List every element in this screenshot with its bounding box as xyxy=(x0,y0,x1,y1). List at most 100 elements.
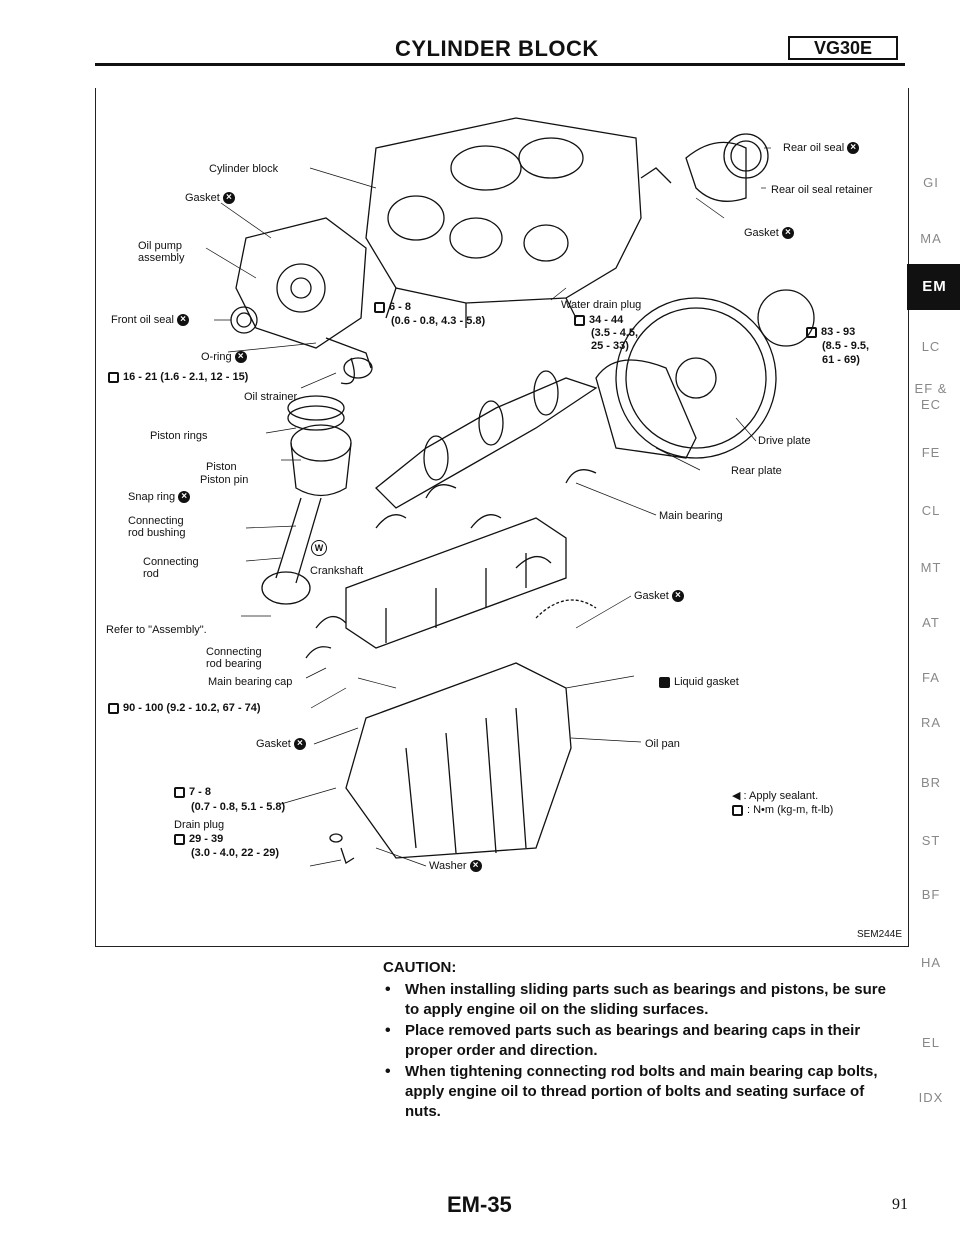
header-rule xyxy=(95,63,905,66)
caution-item: When installing sliding parts such as be… xyxy=(383,980,903,1020)
tab-lc[interactable]: LC xyxy=(921,339,941,354)
label-gasket-pan: Gasket × xyxy=(256,738,306,751)
label-oil-strainer: Oil strainer xyxy=(244,391,298,403)
tab-idx[interactable]: IDX xyxy=(918,1090,944,1105)
label-torque-83-text: 83 - 93 xyxy=(821,326,856,338)
replace-icon: × xyxy=(222,192,235,205)
tab-ra[interactable]: RA xyxy=(920,715,942,730)
tab-bf[interactable]: BF xyxy=(921,887,941,902)
tab-ef[interactable]: EF & xyxy=(914,381,948,396)
label-gasket-pan-text: Gasket xyxy=(256,738,291,750)
label-gasket-top-text: Gasket xyxy=(185,192,220,204)
tab-mt[interactable]: MT xyxy=(920,560,942,575)
exploded-diagram: Cylinder block Gasket × Oil pump assembl… xyxy=(95,88,909,947)
tab-at[interactable]: AT xyxy=(922,615,940,630)
label-rear-oil-seal: Rear oil seal × xyxy=(783,142,860,155)
label-gasket-mid-text: Gasket xyxy=(634,590,669,602)
replace-icon: × xyxy=(781,227,794,240)
label-torque-16-text: 16 - 21 (1.6 - 2.1, 12 - 15) xyxy=(123,371,249,383)
engine-drawing xyxy=(205,117,815,867)
sealant-arrow-icon: ◀ xyxy=(732,790,741,802)
torque-icon xyxy=(174,786,185,798)
tab-st[interactable]: ST xyxy=(921,833,941,848)
crankshaft-shape xyxy=(375,370,598,509)
replace-icon: × xyxy=(671,590,684,603)
torque-icon xyxy=(108,371,119,383)
label-rear-oil-seal-retainer: Rear oil seal retainer xyxy=(771,184,873,196)
replace-icon: × xyxy=(847,142,860,155)
label-refer-assembly: Refer to "Assembly". xyxy=(106,624,207,636)
label-torque-34-text: 34 - 44 xyxy=(589,314,624,326)
caution-block: CAUTION: When installing sliding parts s… xyxy=(383,958,903,1123)
label-torque-16: 16 - 21 (1.6 - 2.1, 12 - 15) xyxy=(108,371,248,383)
tab-em[interactable]: EM xyxy=(907,264,960,310)
oil-pan-shape xyxy=(345,662,572,859)
replace-icon: × xyxy=(178,491,191,504)
label-drain-plug: Drain plug xyxy=(174,819,225,831)
legend-torque: : N•m (kg-m, ft-lb) xyxy=(732,804,833,816)
label-main-bearing: Main bearing xyxy=(659,510,723,522)
label-torque-29-text: 29 - 39 xyxy=(189,833,224,845)
caution-item: Place removed parts such as bearings and… xyxy=(383,1021,903,1061)
tab-el[interactable]: EL xyxy=(922,1035,940,1050)
label-piston-pin: Piston pin xyxy=(200,474,249,486)
label-washer-text: Washer xyxy=(429,860,467,872)
tab-ha[interactable]: HA xyxy=(920,955,942,970)
label-gasket-mid: Gasket × xyxy=(634,590,684,603)
label-gasket-top: Gasket × xyxy=(185,192,235,205)
label-liquid-gasket: Liquid gasket xyxy=(659,676,739,688)
label-torque-34c: 25 - 33) xyxy=(591,340,629,352)
label-drive-plate: Drive plate xyxy=(758,435,811,447)
label-torque-90: 90 - 100 (9.2 - 10.2, 67 - 74) xyxy=(108,702,261,714)
label-snap-ring: Snap ring × xyxy=(128,491,191,504)
label-water-drain-plug: Water drain plug xyxy=(561,299,642,311)
torque-icon xyxy=(374,301,385,313)
tab-ec[interactable]: EC xyxy=(920,397,942,412)
label-torque-29b: (3.0 - 4.0, 22 - 29) xyxy=(191,847,280,859)
tab-fa[interactable]: FA xyxy=(922,670,940,685)
label-torque-6-text: 6 - 8 xyxy=(389,301,412,313)
label-torque-29: 29 - 39 xyxy=(174,833,223,845)
label-piston-rings: Piston rings xyxy=(150,430,208,442)
label-torque-7-text: 7 - 8 xyxy=(189,786,212,798)
legend-torque-text: : N•m (kg-m, ft-lb) xyxy=(747,804,834,816)
label-gasket-right-text: Gasket xyxy=(744,227,779,239)
label-cylinder-block: Cylinder block xyxy=(209,163,279,175)
cylinder-block-shape xyxy=(365,117,642,328)
label-liquid-gasket-text: Liquid gasket xyxy=(674,676,739,688)
label-torque-83b: (8.5 - 9.5, xyxy=(822,340,870,352)
label-oring: O-ring × xyxy=(201,351,247,364)
caution-item: When tightening connecting rod bolts and… xyxy=(383,1062,903,1122)
label-main-bearing-cap: Main bearing cap xyxy=(208,676,293,688)
figure-code: SEM244E xyxy=(856,929,902,940)
torque-icon xyxy=(732,804,743,816)
replace-icon: × xyxy=(469,860,482,873)
label-w-mark: W xyxy=(311,540,327,556)
label-torque-83: 83 - 93 xyxy=(806,326,855,338)
tab-ma[interactable]: MA xyxy=(920,231,942,246)
label-conn-rod: Connecting xyxy=(143,556,199,568)
page-title: CYLINDER BLOCK xyxy=(395,36,599,61)
tab-fe[interactable]: FE xyxy=(921,445,941,460)
label-conn-rod-bushing: Connecting xyxy=(128,515,184,527)
page-code: EM-35 xyxy=(447,1192,512,1217)
torque-icon xyxy=(108,702,119,714)
label-conn-rod-bearing-2: rod bearing xyxy=(206,658,262,670)
legend-sealant-text: : Apply sealant. xyxy=(743,790,819,802)
label-rear-oil-seal-text: Rear oil seal xyxy=(783,142,845,154)
label-washer: Washer × xyxy=(429,860,482,873)
label-piston: Piston xyxy=(206,461,237,473)
label-gasket-right: Gasket × xyxy=(744,227,794,240)
tab-br[interactable]: BR xyxy=(920,775,942,790)
replace-icon: × xyxy=(293,738,306,751)
tab-gi[interactable]: GI xyxy=(923,175,939,190)
label-crankshaft: Crankshaft xyxy=(310,565,364,577)
label-oil-pan: Oil pan xyxy=(645,738,680,750)
label-torque-34: 34 - 44 xyxy=(574,314,623,326)
legend-sealant: ◀ : Apply sealant. xyxy=(732,790,818,802)
label-conn-rod-bushing-2: rod bushing xyxy=(128,527,186,539)
tab-cl[interactable]: CL xyxy=(921,503,941,518)
page-number: 91 xyxy=(892,1196,908,1213)
label-oil-pump: Oil pump xyxy=(138,240,183,252)
oil-pump-shape xyxy=(235,217,367,349)
